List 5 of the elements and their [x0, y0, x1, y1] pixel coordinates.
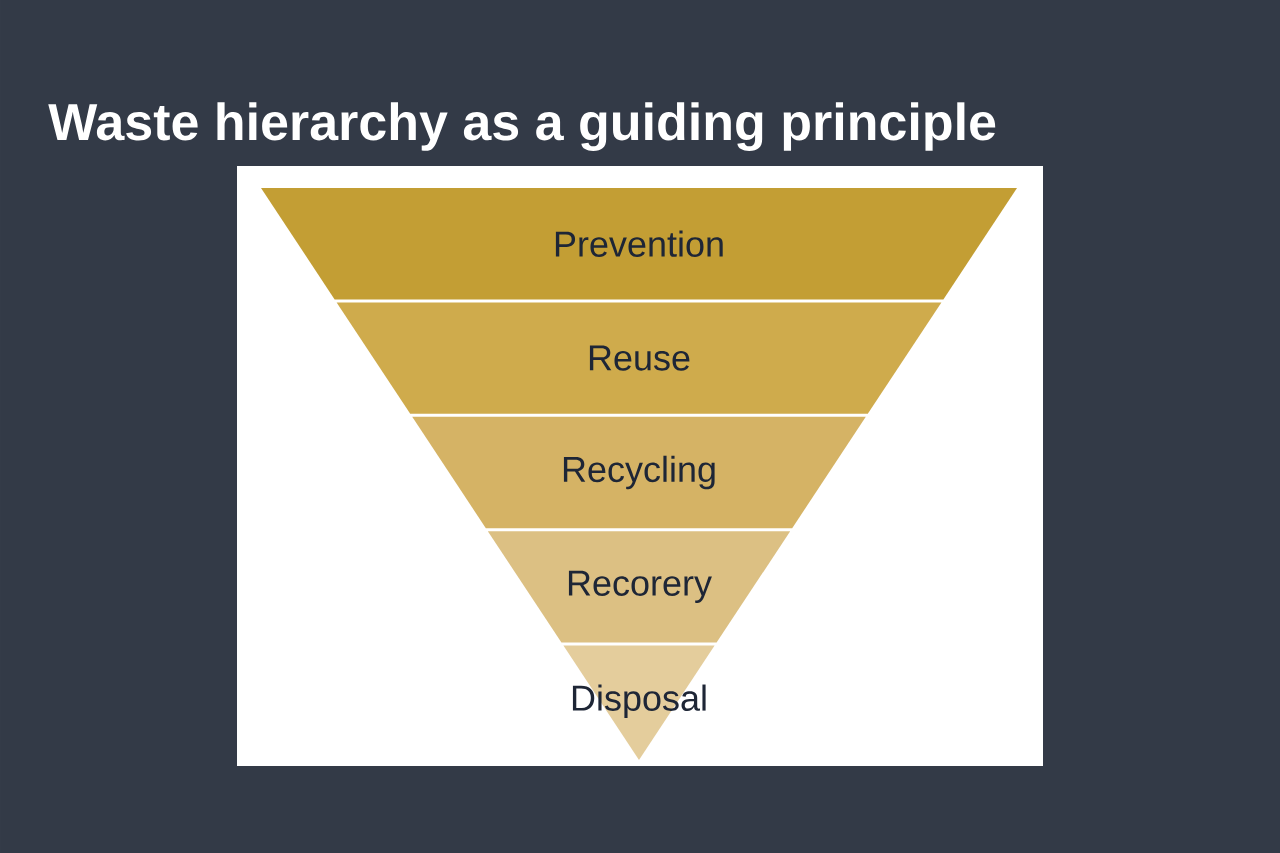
hierarchy-band: Recorery: [487, 531, 791, 643]
title: Waste hierarchy as a guiding principle: [48, 102, 996, 151]
hierarchy-band: Recycling: [412, 416, 866, 529]
hierarchy-band: Disposal: [563, 645, 715, 760]
hierarchy-band: Reuse: [336, 302, 942, 414]
